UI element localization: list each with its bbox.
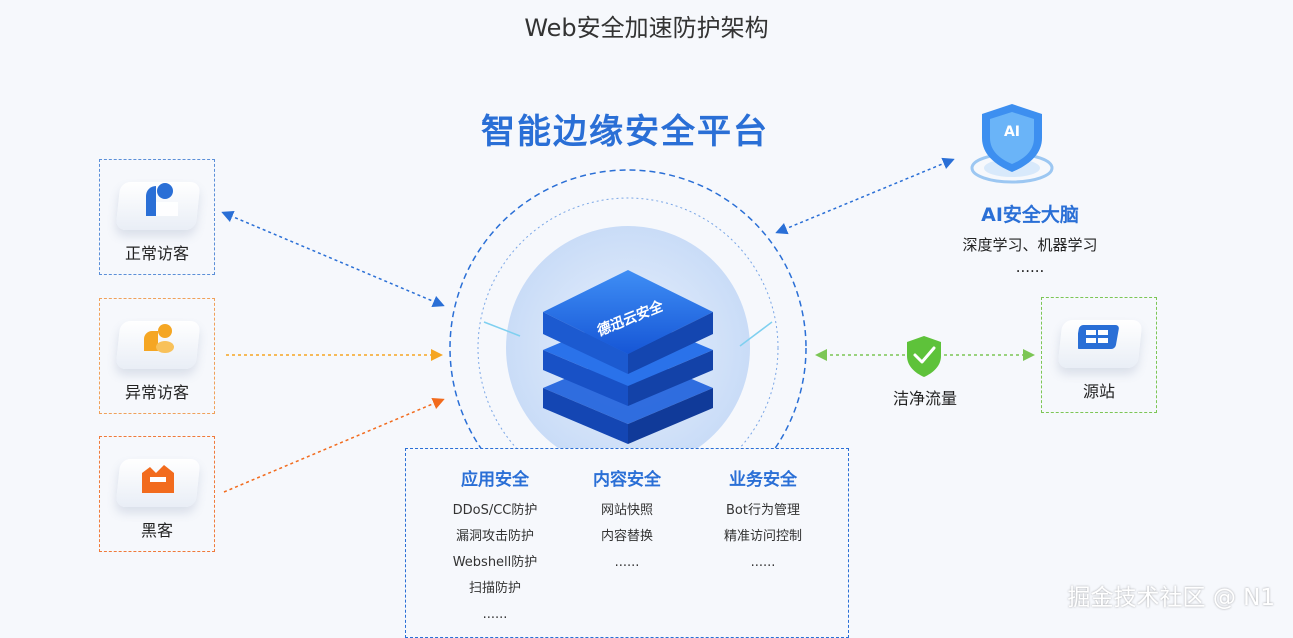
server-icon xyxy=(1078,325,1119,349)
service-item: ...... xyxy=(614,555,640,570)
ai-subtitle: 深度学习、机器学习 xyxy=(962,236,1098,254)
ray-left xyxy=(483,321,521,337)
service-title: 应用安全 xyxy=(461,470,529,490)
normal-visitor-card: 正常访客 xyxy=(99,159,215,275)
service-business-security: 业务安全 Bot行为管理 精准访问控制 ...... xyxy=(688,465,838,576)
page-title: Web安全加速防护架构 xyxy=(524,14,769,42)
abnormal-visitor-card: 异常访客 xyxy=(99,298,215,414)
server-stack-icon xyxy=(543,270,713,444)
service-item: 内容替换 xyxy=(600,529,653,544)
service-title: 内容安全 xyxy=(593,470,661,490)
shield-check-icon xyxy=(907,336,941,377)
abnormal-visitor-label: 异常访客 xyxy=(124,383,189,402)
hacker-label: 黑客 xyxy=(140,521,173,540)
services-panel: 应用安全 DDoS/CC防护 漏洞攻击防护 Webshell防护 扫描防护 ..… xyxy=(405,448,849,638)
service-app-security: 应用安全 DDoS/CC防护 漏洞攻击防护 Webshell防护 扫描防护 ..… xyxy=(420,465,570,628)
abnormal-user-icon xyxy=(144,324,174,353)
hacker-card: 黑客 xyxy=(99,436,215,552)
origin-label: 源站 xyxy=(1082,382,1115,401)
service-item: DDoS/CC防护 xyxy=(452,503,538,518)
service-item: Webshell防护 xyxy=(452,555,538,570)
ray-right xyxy=(739,321,773,347)
normal-visitor-arrow xyxy=(221,210,445,308)
ai-more: ...... xyxy=(1015,258,1045,276)
service-item: ...... xyxy=(750,555,776,570)
ai-title: AI安全大脑 xyxy=(981,204,1079,226)
service-item: 扫描防护 xyxy=(468,581,521,596)
normal-visitor-label: 正常访客 xyxy=(124,244,189,263)
service-item: ...... xyxy=(482,607,508,622)
service-item: 漏洞攻击防护 xyxy=(455,529,534,544)
clean-traffic-label: 洁净流量 xyxy=(892,389,957,408)
service-item: 网站快照 xyxy=(600,503,653,518)
ai-brain-icon xyxy=(970,104,1054,184)
service-title: 业务安全 xyxy=(729,470,797,490)
outer-ring xyxy=(449,169,807,527)
ai-badge: AI xyxy=(1003,124,1021,140)
service-item: Bot行为管理 xyxy=(726,503,800,518)
watermark: 掘金技术社区 @ N1 xyxy=(1067,585,1275,611)
platform-title: 智能边缘安全平台 xyxy=(481,112,769,152)
ai-arrow xyxy=(775,157,955,235)
service-content-security: 内容安全 网站快照 内容替换 ...... xyxy=(552,465,702,576)
service-item: 精准访问控制 xyxy=(723,529,802,544)
user-icon xyxy=(146,183,178,216)
origin-card: 源站 xyxy=(1041,297,1157,413)
hacker-icon xyxy=(142,465,174,493)
